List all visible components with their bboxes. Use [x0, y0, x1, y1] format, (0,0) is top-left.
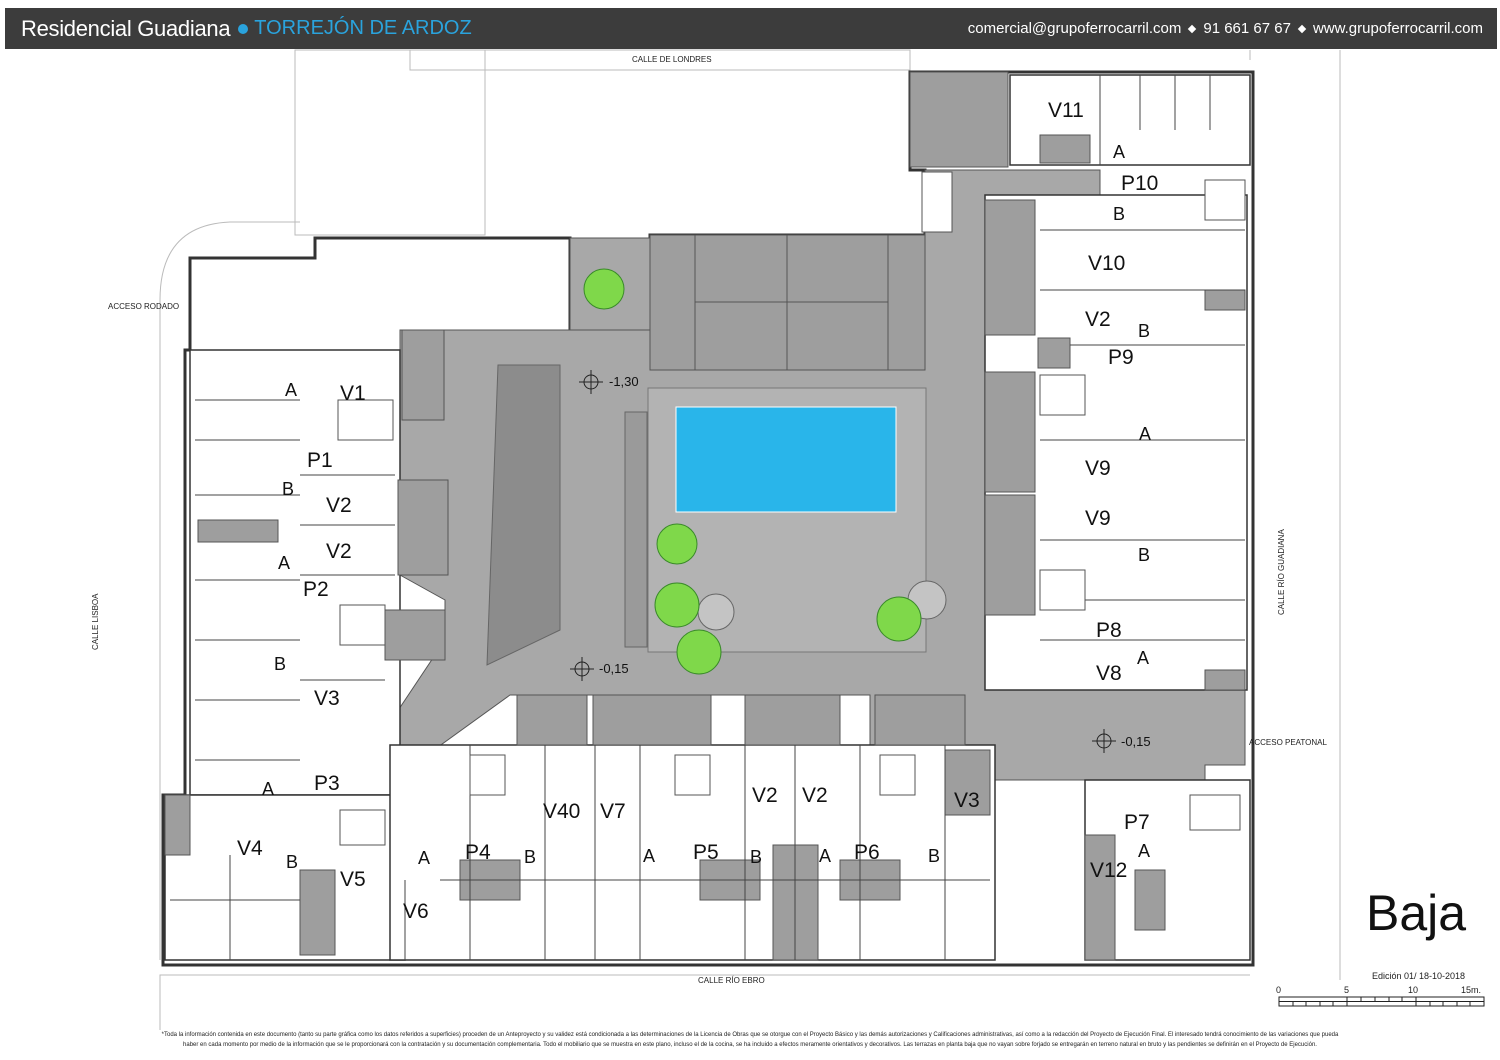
staircases — [337, 171, 1246, 846]
unit-label[interactable]: P5 — [693, 841, 719, 864]
entrance-a: A — [819, 846, 831, 866]
tree-icon — [654, 582, 700, 628]
tree-icon — [583, 268, 625, 310]
entrance-a: A — [1137, 648, 1149, 668]
entrance-b: B — [1138, 545, 1150, 565]
tree-icon — [656, 523, 698, 565]
tree-icon — [697, 593, 735, 631]
entrance-b: B — [282, 479, 294, 499]
entrance-b: B — [286, 852, 298, 872]
unit-labels: V11 P10 V10 V2 P9 V9 V9 P8 V8 V1 P1 V2 V… — [237, 99, 1158, 923]
street-label-east: CALLE RÍO GUADIANA — [1277, 529, 1286, 615]
vehicle-access-label: ACCESO RODADO — [108, 302, 179, 311]
entrance-b: B — [1138, 321, 1150, 341]
contact-phone[interactable]: 91 661 67 67 — [1203, 20, 1291, 37]
unit-label[interactable]: P8 — [1096, 619, 1122, 642]
unit-label[interactable]: V7 — [600, 800, 626, 823]
tree-icon — [676, 629, 722, 675]
entrance-b: B — [524, 847, 536, 867]
entrance-b: B — [928, 846, 940, 866]
entrance-a: A — [643, 846, 655, 866]
scale-tick: 5 — [1344, 985, 1349, 995]
unit-label[interactable]: V5 — [340, 868, 366, 891]
unit-label[interactable]: P9 — [1108, 346, 1134, 369]
unit-label[interactable]: V2 — [752, 784, 778, 807]
legal-disclaimer: *Toda la información contenida en este d… — [0, 1030, 1500, 1050]
scale-bar: 0 5 10 15m. — [1276, 985, 1485, 1007]
unit-label[interactable]: P10 — [1121, 172, 1158, 195]
disclaimer-line: haber en cada momento por medio de la in… — [183, 1042, 1317, 1048]
unit-label[interactable]: V40 — [543, 800, 580, 823]
unit-label[interactable]: V9 — [1085, 507, 1111, 530]
unit-label[interactable]: V2 — [326, 494, 352, 517]
swimming-pool — [675, 406, 897, 513]
project-city: TORREJÓN DE ARDOZ — [254, 17, 472, 39]
tree-icon — [876, 596, 922, 642]
entrance-a: A — [285, 380, 297, 400]
contact-email[interactable]: comercial@grupoferrocarril.com — [967, 20, 1182, 37]
street-label-south: CALLE RÍO EBRO — [698, 976, 765, 985]
entrance-a: A — [418, 848, 430, 868]
disclaimer-line: *Toda la información contenida en este d… — [161, 1032, 1339, 1038]
unit-label[interactable]: P3 — [314, 772, 340, 795]
surroundings — [159, 49, 1341, 1030]
unit-label[interactable]: V2 — [802, 784, 828, 807]
entrance-b: B — [274, 654, 286, 674]
edition-label: Edición 01/ 18-10-2018 — [1372, 971, 1465, 981]
scale-tick: 0 — [1276, 985, 1281, 995]
trees — [583, 268, 947, 675]
unit-label[interactable]: V6 — [403, 900, 429, 923]
unit-label[interactable]: V9 — [1085, 457, 1111, 480]
unit-label[interactable]: V2 — [1085, 308, 1111, 331]
unit-label[interactable]: P1 — [307, 449, 333, 472]
entrance-a: A — [1139, 424, 1151, 444]
unit-label[interactable]: P4 — [465, 841, 491, 864]
entrance-a: A — [278, 553, 290, 573]
entrance-b: B — [750, 847, 762, 867]
entrance-b: B — [1113, 204, 1125, 224]
street-label-north: CALLE DE LONDRES — [632, 55, 712, 64]
unit-label[interactable]: V12 — [1090, 859, 1127, 882]
unit-label[interactable]: V4 — [237, 837, 263, 860]
contact-info: comercial@grupoferrocarril.com 91 661 67… — [968, 20, 1483, 37]
unit-label[interactable]: V10 — [1088, 252, 1125, 275]
bullet-icon — [238, 23, 249, 34]
entrance-a: A — [1138, 841, 1150, 861]
street-label-west: CALLE LISBOA — [91, 593, 100, 650]
unit-label[interactable]: V3 — [314, 687, 340, 710]
project-title: Residencial Guadiana — [21, 15, 231, 41]
entrance-a: A — [262, 779, 274, 799]
unit-label[interactable]: V3 — [954, 789, 980, 812]
pedestrian-access-label: ACCESO PEATONAL — [1249, 738, 1328, 747]
unit-label[interactable]: V1 — [340, 382, 366, 405]
level-label: -0,15 — [1121, 734, 1151, 749]
unit-label[interactable]: P6 — [854, 841, 880, 864]
unit-label[interactable]: V2 — [326, 540, 352, 563]
entrance-a: A — [1113, 142, 1125, 162]
unit-label[interactable]: V8 — [1096, 662, 1122, 685]
scale-tick: 10 — [1408, 985, 1418, 995]
floor-name: Baja — [1366, 885, 1466, 941]
unit-label[interactable]: V11 — [1048, 99, 1084, 122]
level-markers — [570, 370, 1116, 753]
unit-label[interactable]: P7 — [1124, 811, 1150, 834]
entrance-labels: A B B A B A A B A B A B A B A B A B A — [262, 142, 1151, 872]
level-label: -0,15 — [599, 661, 629, 676]
scale-tick: 15m. — [1461, 985, 1481, 995]
level-label: -1,30 — [609, 374, 639, 389]
contact-website[interactable]: www.grupoferrocarril.com — [1312, 20, 1483, 37]
building — [161, 70, 1255, 967]
header-bar: Residencial Guadiana TORREJÓN DE ARDOZ c… — [5, 8, 1497, 49]
unit-label[interactable]: P2 — [303, 578, 329, 601]
